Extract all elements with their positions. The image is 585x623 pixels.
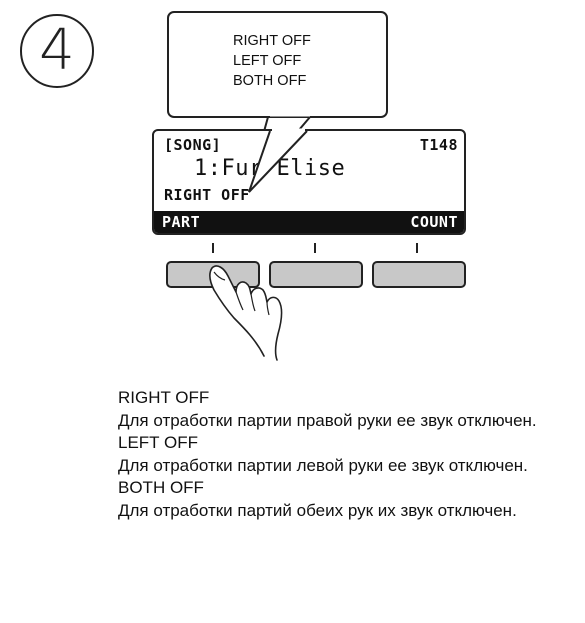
softkey-tick-1 — [212, 243, 214, 253]
step-number: 4 — [39, 18, 75, 83]
desc-term-left-off: LEFT OFF — [118, 433, 198, 452]
callout-options: RIGHT OFF LEFT OFF BOTH OFF — [233, 31, 311, 91]
desc-text-right-off: Для отработки партии правой руки ее звук… — [118, 410, 537, 430]
callout-line-right-off: RIGHT OFF — [233, 33, 311, 49]
mode-descriptions: RIGHT OFF Для отработки партии правой ру… — [118, 387, 578, 522]
softkey-button-2[interactable] — [269, 261, 363, 288]
callout-line-left-off: LEFT OFF — [233, 53, 302, 69]
lcd-softkey-part-label: PART — [162, 213, 201, 231]
desc-term-right-off: RIGHT OFF — [118, 388, 210, 407]
softkey-tick-2 — [314, 243, 316, 253]
desc-term-both-off: BOTH OFF — [118, 478, 204, 497]
softkey-tick-3 — [416, 243, 418, 253]
step-number-badge: 4 — [20, 14, 94, 88]
desc-text-both-off: Для отработки партий обеих рук их звук о… — [118, 500, 517, 520]
softkey-button-1[interactable] — [166, 261, 260, 288]
softkey-button-3[interactable] — [372, 261, 466, 288]
lcd-mode-label: [SONG] — [164, 136, 222, 154]
lcd-song-title: 1:Fur Elise — [194, 156, 346, 181]
lcd-softkey-count-label: COUNT — [410, 213, 458, 231]
lcd-display: [SONG] T148 1:Fur Elise RIGHT OFF PART C… — [152, 129, 466, 235]
desc-text-left-off: Для отработки партии левой руки ее звук … — [118, 455, 528, 475]
lcd-tempo: T148 — [419, 136, 458, 154]
callout-box: RIGHT OFF LEFT OFF BOTH OFF — [167, 11, 388, 118]
lcd-softkey-bar: PART COUNT — [154, 211, 464, 233]
callout-line-both-off: BOTH OFF — [233, 73, 307, 89]
lcd-part-status: RIGHT OFF — [164, 186, 250, 204]
